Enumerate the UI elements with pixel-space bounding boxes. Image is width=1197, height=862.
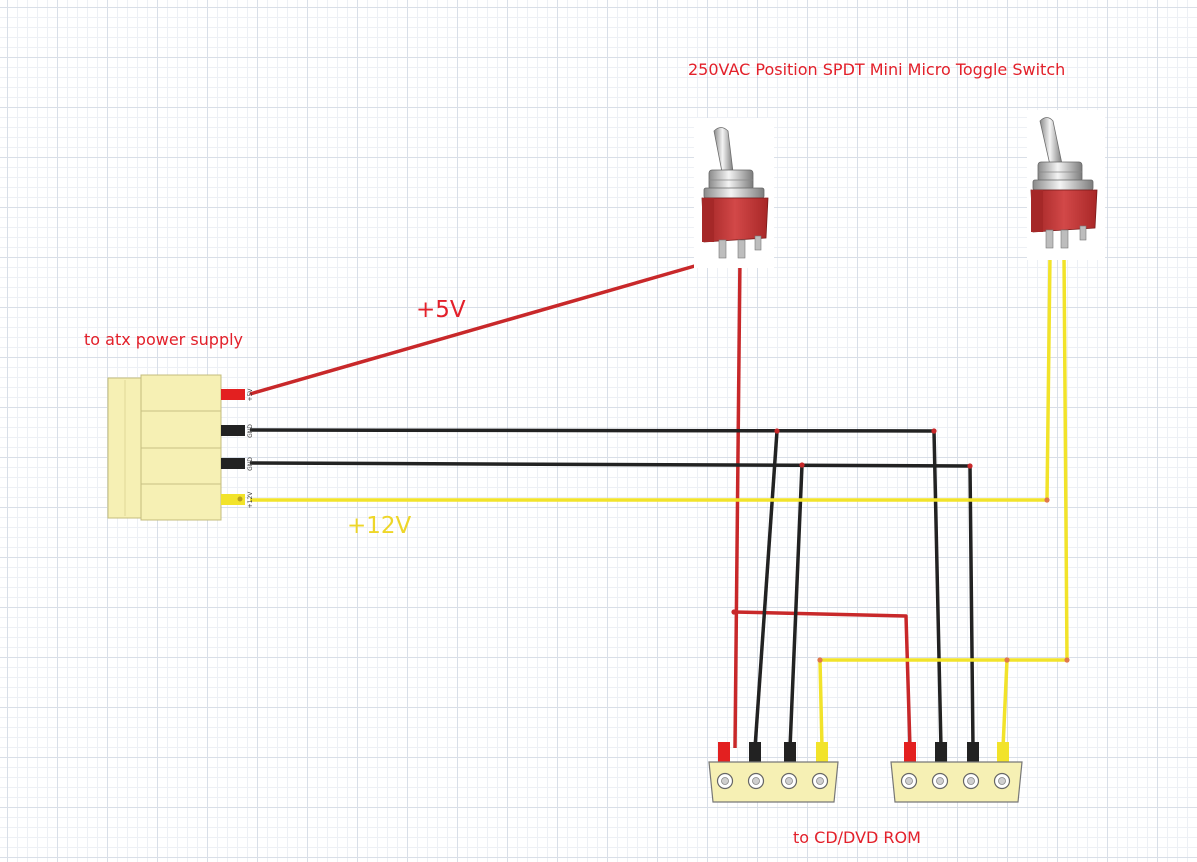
switch-title-label: 250VAC Position SPDT Mini Micro Toggle S… — [688, 60, 1066, 79]
atx-pin-12v — [221, 494, 245, 505]
junction-dots — [723, 252, 1070, 663]
wire-5v-switch-to-rom1 — [733, 256, 742, 749]
voltage-5v-label: +5V — [416, 297, 466, 323]
wire-gnd2-branch — [788, 464, 804, 749]
wire-5v-branch-rom2 — [733, 610, 912, 749]
toggle-switch-1 — [694, 118, 774, 268]
wire-gnd1-main — [249, 428, 943, 749]
atx-pin-gnd-2 — [221, 458, 245, 469]
wire-gnd2-main — [249, 461, 975, 749]
toggle-switch-2 — [1027, 110, 1105, 260]
atx-molex-connector: +5V GND GND +12V — [107, 374, 254, 521]
atx-pin-label-gnd-2: GND — [247, 457, 254, 471]
wires — [249, 254, 1069, 749]
wire-12v-branch-rom2 — [1001, 659, 1009, 749]
atx-supply-label: to atx power supply — [84, 330, 244, 349]
atx-pin-5v — [221, 389, 245, 400]
rom-label: to CD/DVD ROM — [793, 828, 921, 847]
wire-gnd1-branch — [753, 430, 779, 749]
rom-connector-1 — [708, 742, 839, 803]
atx-pin-label-12v: +12V — [247, 491, 254, 509]
voltage-12v-label: +12V — [347, 513, 412, 539]
atx-pin-gnd-1 — [221, 425, 245, 436]
rom-connector-2 — [890, 742, 1023, 803]
atx-pin-label-gnd-1: GND — [247, 424, 254, 438]
wire-5v-atx-to-switch — [249, 255, 727, 396]
atx-pin-label-5v: +5V — [247, 388, 254, 402]
wire-12v-switch-to-roms — [818, 254, 1069, 749]
